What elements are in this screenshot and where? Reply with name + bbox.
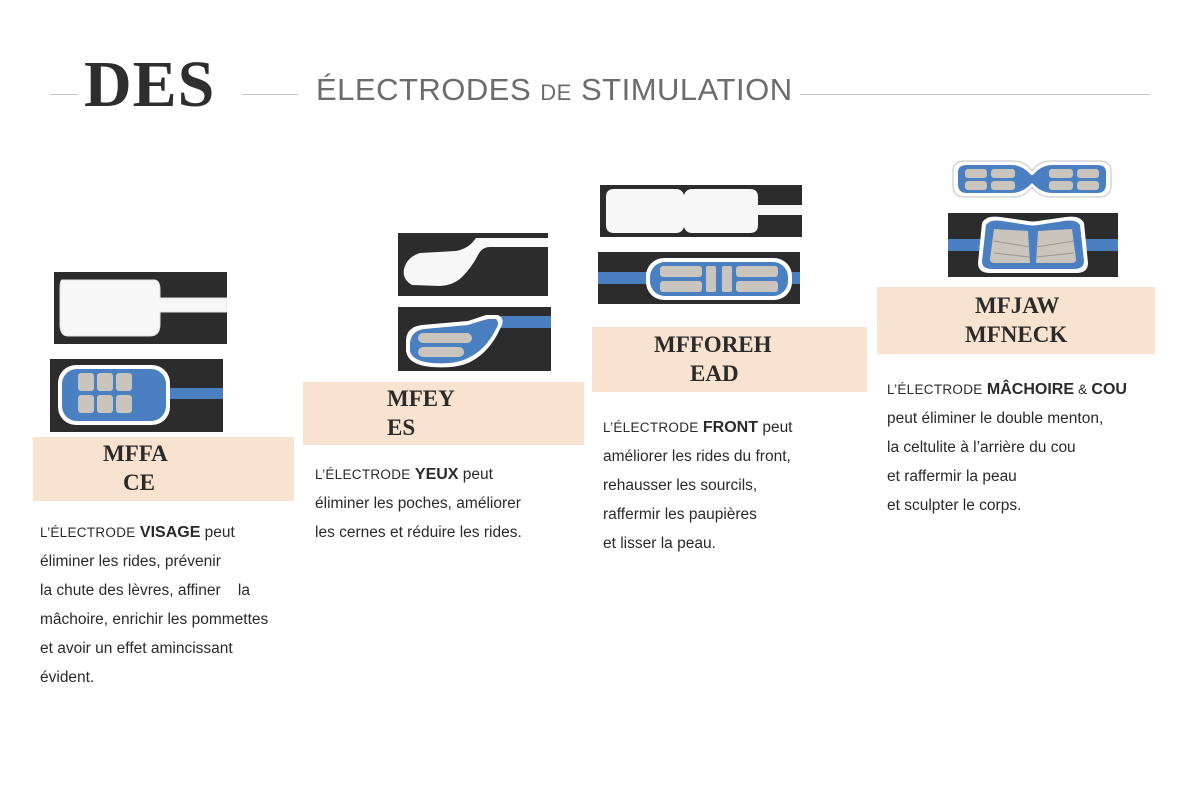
description-after-keyword: peut	[758, 419, 793, 436]
description-line: les cernes et réduire les rides.	[315, 524, 522, 541]
description-after-keyword: peut	[200, 524, 235, 541]
eye-electrode-front-image	[398, 307, 551, 371]
subtitle-part-3: STIMULATION	[580, 72, 793, 107]
description-keyword: FRONT	[702, 419, 759, 436]
description-line: éliminer les poches, améliorer	[315, 495, 521, 512]
subtitle-part-1: ÉLECTRODES	[316, 72, 532, 107]
page-subtitle: ÉLECTRODES DE STIMULATION	[316, 74, 793, 105]
description-line: la celtulite à l’arrière du cou	[887, 439, 1076, 456]
description-line: raffermir les paupières	[603, 506, 757, 523]
product-code-line-1: MFEY	[387, 385, 455, 411]
description-line: et lisser la peau.	[603, 535, 716, 552]
description-intro: L’ÉLECTRODE	[603, 420, 699, 435]
eye-electrode-back-image	[398, 233, 548, 296]
description-keyword: YEUX	[414, 466, 459, 483]
brand-title: DES	[84, 48, 216, 121]
product-description-forehead: L’ÉLECTRODE FRONT peut améliorer les rid…	[603, 413, 793, 558]
description-intro: L’ÉLECTRODE	[315, 467, 411, 482]
face-electrode-front-image	[50, 359, 223, 432]
product-description-eyes: L’ÉLECTRODE YEUX peut éliminer les poche…	[315, 460, 522, 547]
description-line: évident.	[40, 669, 95, 686]
description-keyword: MÂCHOIRE	[986, 381, 1075, 398]
description-line: et sculpter le corps.	[887, 497, 1022, 514]
product-code-line-2: EAD	[690, 360, 739, 386]
product-code-line-2: MFNECK	[965, 321, 1068, 347]
neck-electrode-image	[948, 213, 1118, 277]
face-electrode-back-image	[54, 272, 227, 344]
description-line: peut éliminer le double menton,	[887, 410, 1104, 427]
header-rule-right	[800, 94, 1150, 95]
description-line: mâchoire, enrichir les pommettes	[40, 611, 269, 628]
description-line: rehausser les sourcils,	[603, 477, 758, 494]
product-label-face: MFFA CE	[33, 437, 294, 501]
description-after-keyword: peut	[458, 466, 493, 483]
product-label-forehead: MFFOREH EAD	[592, 327, 867, 392]
description-intro: L’ÉLECTRODE	[40, 525, 136, 540]
product-code-line-2: ES	[387, 414, 416, 440]
product-code-line-1: MFJAW	[975, 292, 1060, 318]
description-intro: L’ÉLECTRODE	[887, 382, 983, 397]
description-line: la chute des lèvres, affiner la	[40, 582, 250, 599]
header-rule-mid	[242, 94, 298, 95]
product-code-line-1: MFFA	[103, 441, 168, 467]
description-ampersand: &	[1074, 382, 1092, 397]
forehead-electrode-back-image	[600, 185, 802, 237]
description-keyword-2: COU	[1091, 381, 1127, 398]
description-line: améliorer les rides du front,	[603, 448, 791, 465]
product-description-face: L’ÉLECTRODE VISAGE peut éliminer les rid…	[40, 518, 268, 692]
subtitle-part-2: DE	[540, 80, 572, 105]
product-description-jaw-neck: L’ÉLECTRODE MÂCHOIRE & COU peut éliminer…	[887, 375, 1127, 520]
product-code-line-2: CE	[123, 470, 155, 495]
product-code-line-1: MFFOREH	[654, 331, 772, 357]
forehead-electrode-front-image	[598, 252, 800, 304]
description-line: et raffermir la peau	[887, 468, 1017, 485]
product-label-eyes: MFEY ES	[303, 382, 584, 445]
description-keyword: VISAGE	[139, 524, 201, 541]
product-label-jaw-neck: MFJAW MFNECK	[877, 287, 1155, 354]
description-line: et avoir un effet amincissant	[40, 640, 233, 657]
description-line: éliminer les rides, prévenir	[40, 553, 221, 570]
jaw-electrode-image	[947, 157, 1117, 201]
header-rule-left	[50, 94, 78, 95]
